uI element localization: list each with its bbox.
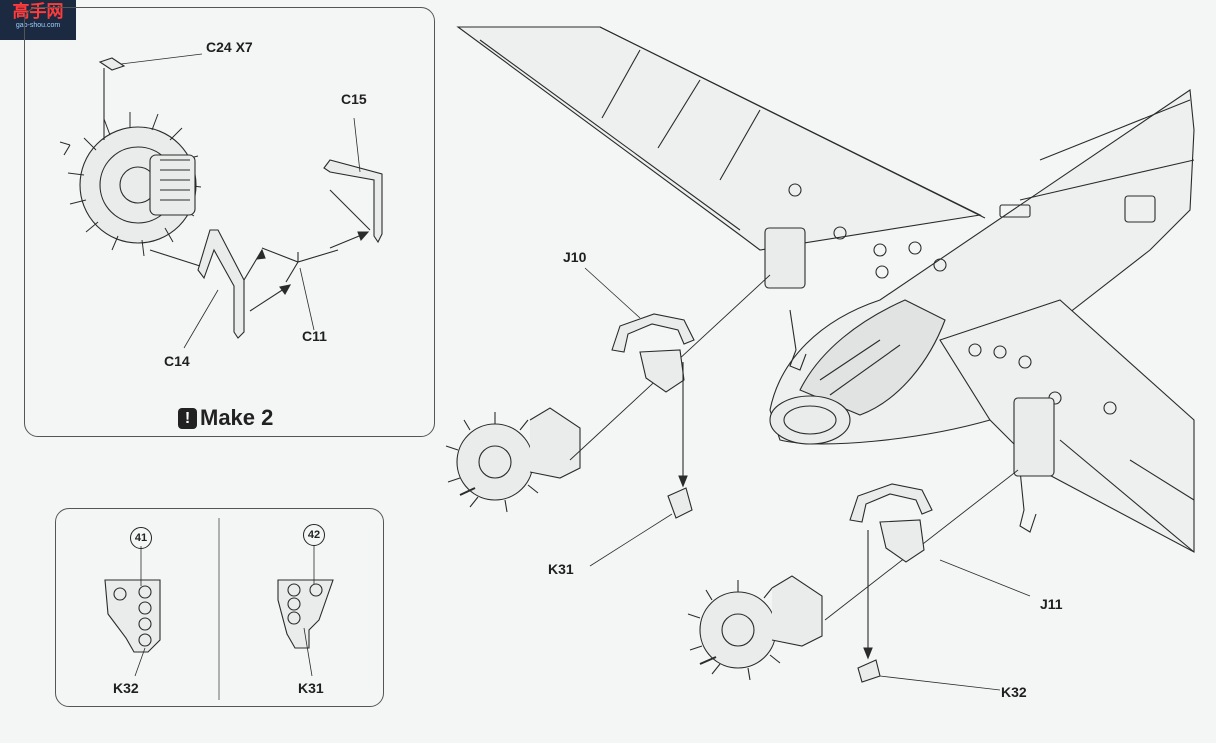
step-number-left: 41	[130, 527, 152, 549]
inset-engine-mount-box	[24, 7, 435, 437]
callout-j11: J11	[1040, 596, 1063, 612]
callout-c11: C11	[302, 328, 327, 344]
callout-c14: C14	[164, 353, 190, 369]
main-aircraft-drawing	[445, 26, 1195, 691]
inset-engine-drawing	[59, 53, 383, 349]
callout-panel-k32: K32	[113, 680, 139, 696]
callout-j10: J10	[563, 249, 587, 265]
callout-c15: C15	[341, 91, 367, 107]
callout-k32: K32	[1001, 684, 1027, 700]
exclamation-icon: !	[178, 407, 197, 429]
make-note-text: Make 2	[200, 405, 274, 430]
callout-c24: C24 X7	[206, 39, 253, 55]
watermark-url: gao-shou.com	[15, 22, 61, 29]
callout-panel-k31: K31	[298, 680, 324, 696]
make-note: ! Make 2	[178, 405, 273, 431]
inset-panels-drawing	[104, 518, 334, 700]
callout-k31: K31	[548, 561, 574, 577]
inset-instrument-panel-box	[55, 508, 384, 707]
step-number-right: 42	[303, 524, 325, 546]
